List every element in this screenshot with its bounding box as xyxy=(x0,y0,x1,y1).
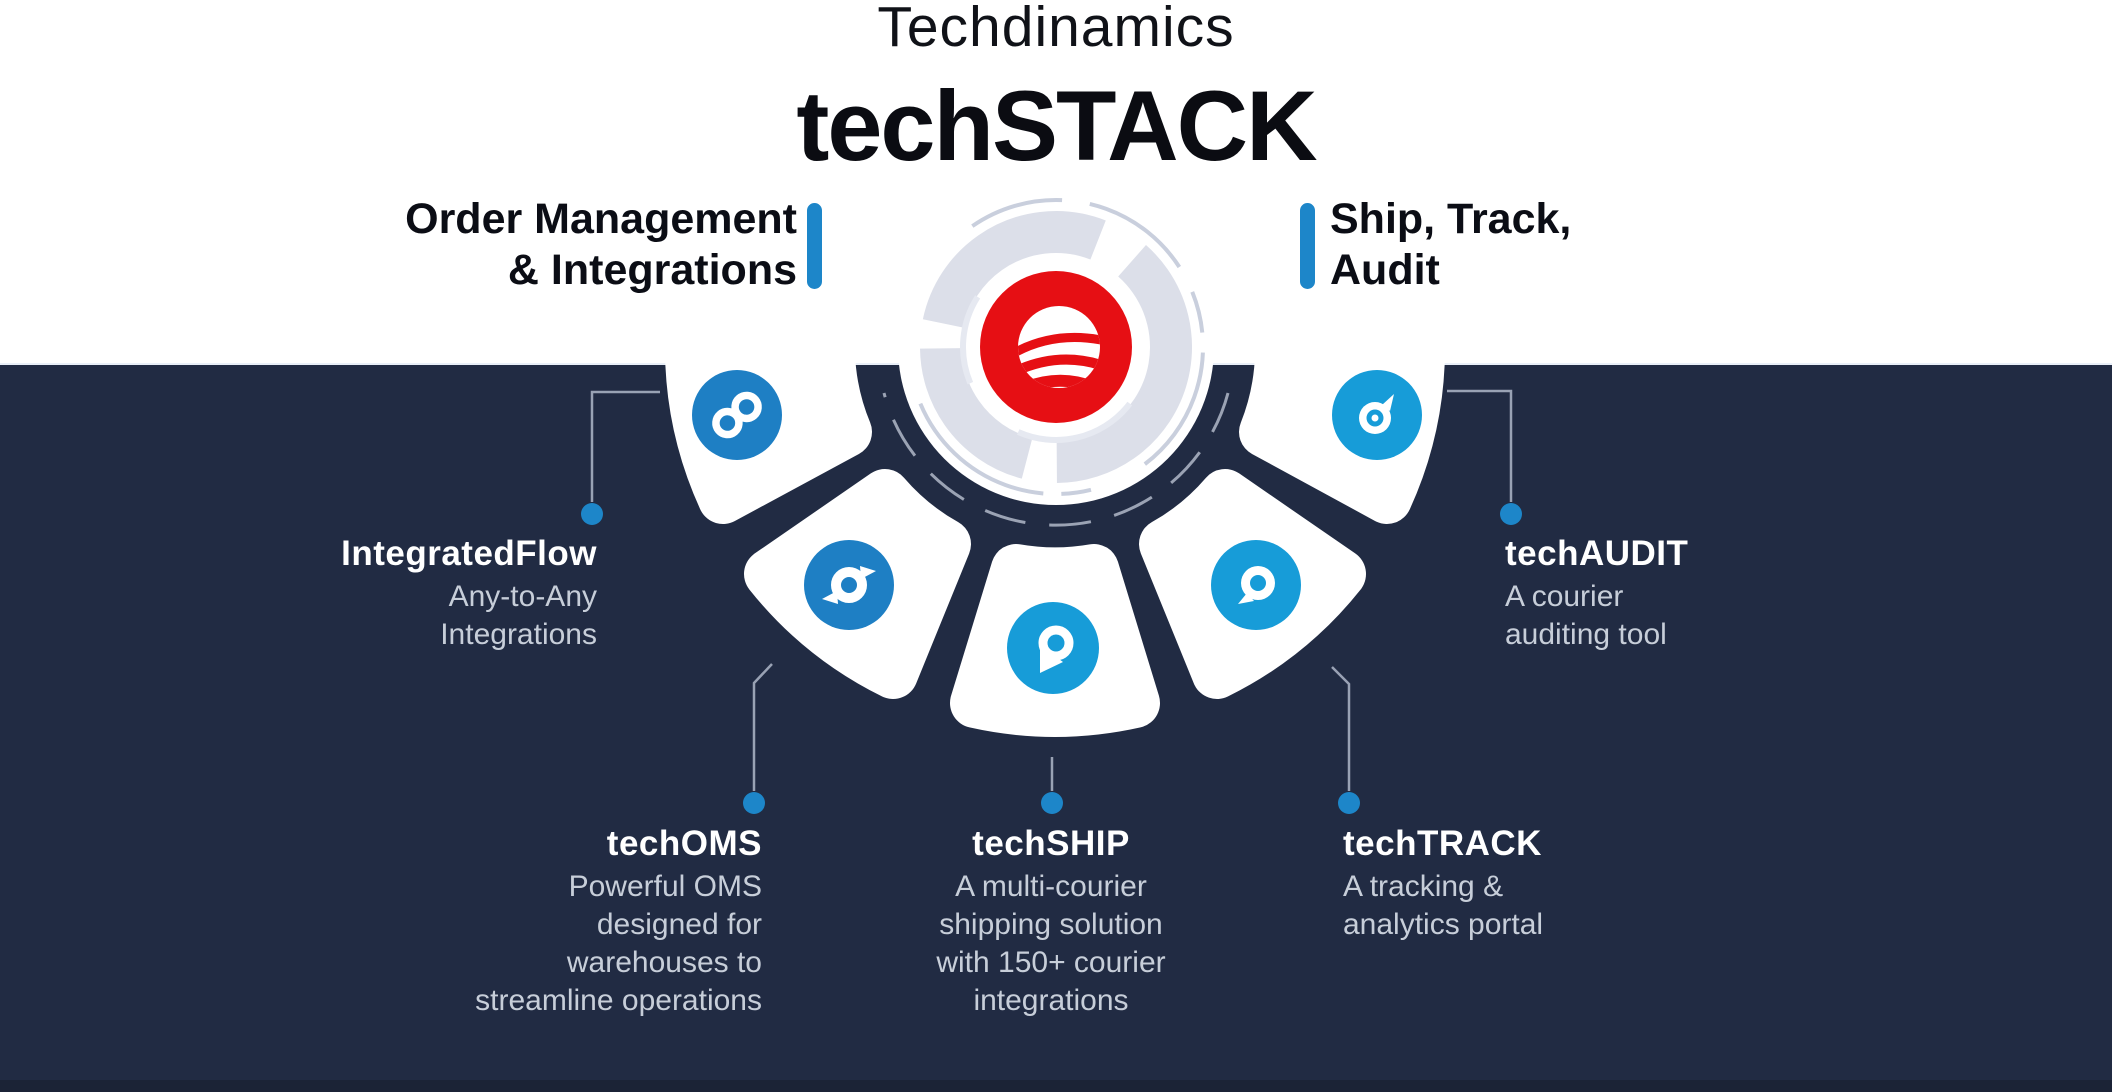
orbit-ring-icon xyxy=(804,540,894,630)
footer-strip xyxy=(0,1080,2112,1092)
product-description-techtrack: A tracking & analytics portal xyxy=(1343,870,1544,941)
connector-dot-techaudit xyxy=(1500,503,1522,525)
left-category-accent-bar xyxy=(807,203,822,289)
category-label-ship-track-audit: Ship, Track, Audit xyxy=(1330,195,1572,294)
p-pin-icon xyxy=(1007,602,1099,694)
connector-integratedflow xyxy=(590,390,660,502)
product-name-techship: techSHIP xyxy=(972,824,1130,863)
right-category-accent-bar xyxy=(1300,203,1315,289)
infinity-link-icon xyxy=(692,370,782,460)
logo-thin-dashed-ring xyxy=(907,198,1205,496)
connector-dot-techoms xyxy=(743,792,765,814)
product-block-techship: techSHIP A multi-courier shipping soluti… xyxy=(751,822,1351,1020)
connectors xyxy=(590,389,1513,791)
connector-techoms xyxy=(752,663,773,791)
connector-dot-integratedflow xyxy=(581,503,603,525)
product-block-integratedflow: IntegratedFlow Any-to-Any Integrations xyxy=(177,532,597,654)
product-description-techaudit: A courier auditing tool xyxy=(1505,580,1667,651)
a-pin-icon xyxy=(1211,540,1301,630)
logo-outer-dashed-arc xyxy=(882,392,1230,527)
suite-title: techSTACK xyxy=(796,70,1317,181)
product-name-techoms: techOMS xyxy=(606,824,762,863)
product-description-integratedflow: Any-to-Any Integrations xyxy=(440,580,597,651)
logo-inner-thin-ring xyxy=(960,251,1152,443)
center-logo xyxy=(882,189,1230,527)
logo-gray-ring xyxy=(920,210,1192,483)
brand-title: Techdinamics xyxy=(877,0,1235,59)
category-label-order-management: Order Management & Integrations xyxy=(405,195,797,294)
product-block-techoms: techOMS Powerful OMS designed for wareho… xyxy=(342,822,762,1020)
connector-dots xyxy=(581,503,1522,814)
connector-techaudit xyxy=(1447,389,1513,502)
product-name-integratedflow: IntegratedFlow xyxy=(341,534,597,573)
d-droplet-icon xyxy=(1332,370,1422,460)
product-name-techaudit: techAUDIT xyxy=(1505,534,1689,573)
product-block-techaudit: techAUDIT A courier auditing tool xyxy=(1505,532,1925,654)
product-name-techtrack: techTRACK xyxy=(1343,824,1542,863)
product-block-techtrack: techTRACK A tracking & analytics portal xyxy=(1343,822,1763,944)
product-icons xyxy=(692,370,1422,694)
product-description-techoms: Powerful OMS designed for warehouses to … xyxy=(475,870,762,1017)
connector-techtrack xyxy=(1331,666,1351,791)
connector-dot-techship xyxy=(1041,792,1063,814)
connector-dot-techtrack xyxy=(1338,792,1360,814)
product-description-techship: A multi-courier shipping solution with 1… xyxy=(936,870,1166,1017)
